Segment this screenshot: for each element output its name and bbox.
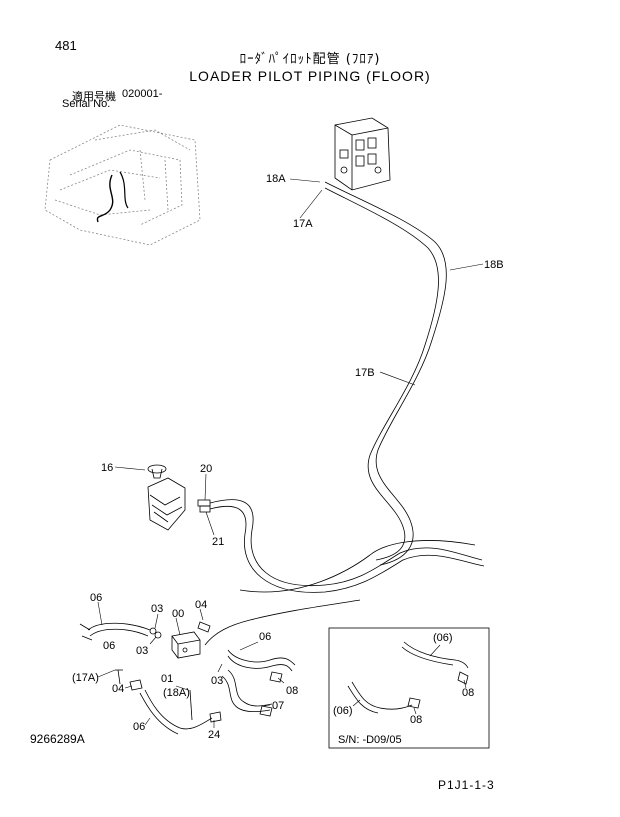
serial-value: 020001-	[122, 88, 163, 100]
control-valve-block	[334, 117, 391, 191]
inset-callout-06-bottom: (06)	[333, 705, 353, 717]
serial-label-japanese: 適用号機	[72, 90, 116, 103]
block-fitting	[171, 631, 201, 659]
title-japanese: ﾛｰﾀﾞﾊﾟｲﾛｯﾄ配管 (ﾌﾛｱ)	[239, 52, 381, 67]
machine-locator-sketch	[44, 124, 201, 246]
callout-20: 20	[200, 463, 212, 475]
fittings-07-08	[209, 671, 283, 723]
callout-07: 07	[272, 700, 284, 712]
callout-03-b: 03	[136, 645, 148, 657]
page-number: 481	[55, 38, 77, 53]
callout-04-b: 04	[112, 683, 124, 695]
callout-06-a: 06	[90, 592, 102, 604]
callout-01: 01	[161, 673, 173, 685]
callout-06-d: 06	[133, 721, 145, 733]
callout-08-a: 08	[286, 685, 298, 697]
callout-18A-paren: (18A)	[163, 687, 190, 699]
footer-page-code: P1J1-1-3	[438, 778, 495, 792]
middle-lower-hoses	[139, 649, 296, 735]
callout-17B: 17B	[355, 367, 375, 379]
callout-06-c: 06	[259, 631, 271, 643]
small-fittings	[115, 621, 211, 721]
inset-caption: S/N: -D09/05	[338, 734, 402, 746]
callout-24: 24	[208, 729, 220, 741]
pilot-valve-hoses	[204, 499, 485, 646]
callout-18A: 18A	[266, 173, 286, 185]
serial-label-english: Serial No.	[62, 98, 111, 110]
callout-18B: 18B	[484, 259, 504, 271]
callout-21: 21	[212, 536, 224, 548]
inset-callout-08-a: 08	[462, 687, 474, 699]
callout-17A: 17A	[293, 218, 313, 230]
inset-callout-08-b: 08	[410, 714, 422, 726]
locator-highlight-hose	[96, 174, 114, 223]
callout-04-a: 04	[195, 599, 207, 611]
leader-lines	[97, 178, 484, 728]
callout-06-b: 06	[103, 640, 115, 652]
inset-callout-06-top: (06)	[433, 632, 453, 644]
long-hose-pair	[324, 181, 447, 566]
figure-reference: 9266289A	[30, 732, 85, 746]
title-english: LOADER PILOT PIPING (FLOOR)	[189, 68, 431, 84]
inset-box	[328, 627, 490, 749]
callout-16: 16	[101, 462, 113, 474]
locator-highlight-hose-2	[119, 171, 129, 209]
callout-00: 00	[172, 608, 184, 620]
pilot-valve	[147, 464, 211, 531]
lower-left-hose	[79, 622, 151, 641]
callout-03-a: 03	[151, 603, 163, 615]
callout-03-c: 03	[211, 675, 223, 687]
callout-17A-paren: (17A)	[72, 672, 99, 684]
